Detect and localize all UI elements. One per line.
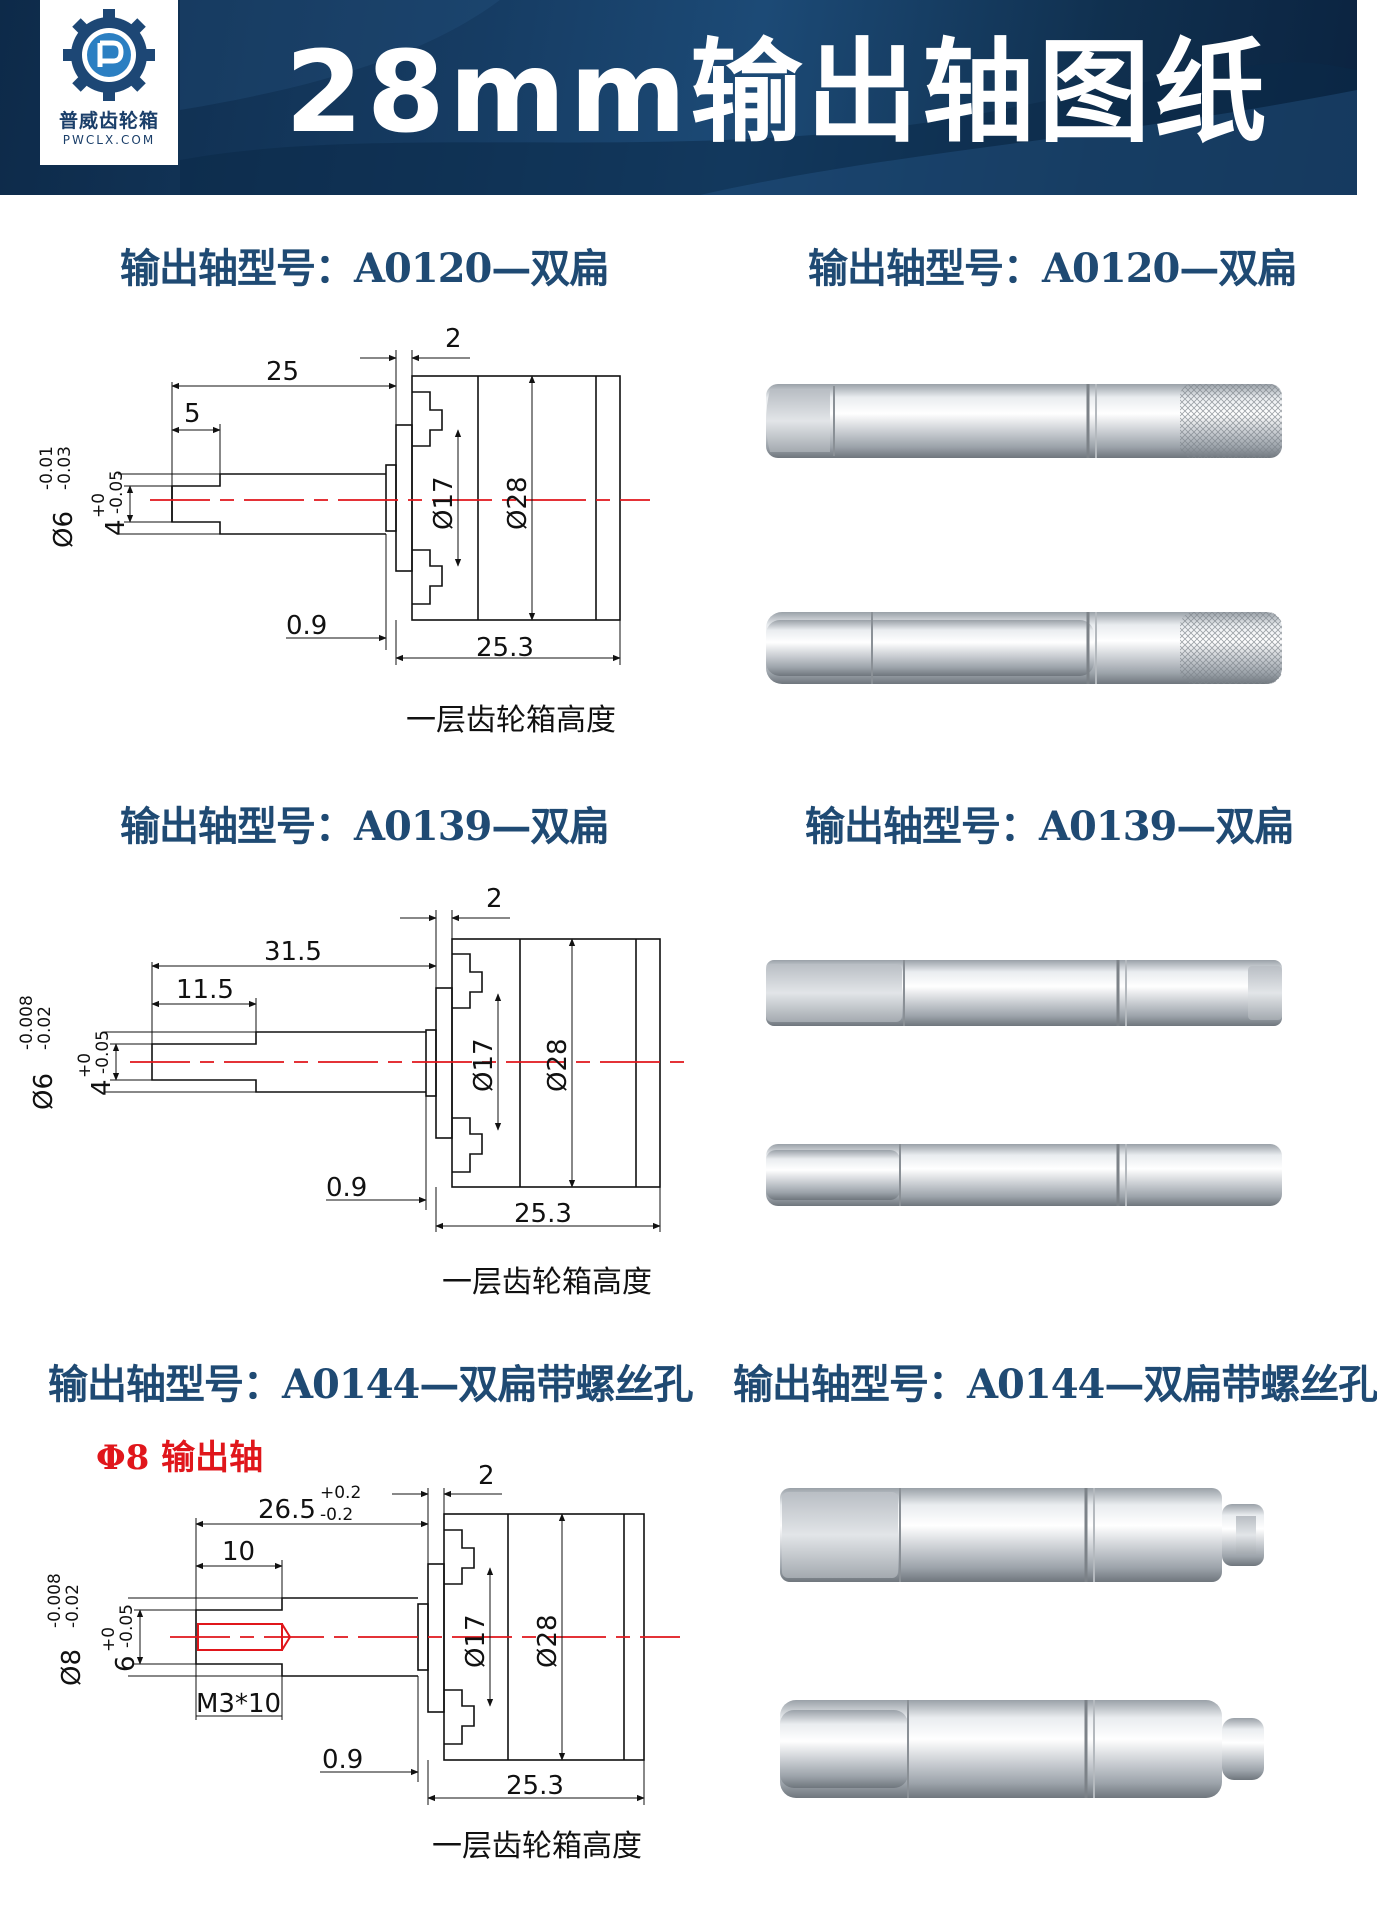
dim-step: 0.9 — [286, 611, 327, 641]
dim-flat-tol-lower: -0.05 — [93, 1030, 113, 1074]
dim-flat-tol-upper: +0 — [99, 1627, 119, 1652]
dim-height: 25.3 — [506, 1771, 564, 1801]
dim-flat-tol-lower: -0.05 — [117, 1604, 137, 1648]
dim-shaft-tol-upper: -0.008 — [45, 1573, 65, 1628]
dim-flange-gap: 2 — [478, 1461, 495, 1491]
drawing-a0139 — [104, 910, 690, 1232]
photo-a0120-flat-view — [766, 384, 1282, 458]
dim-shaft-length: 31.5 — [264, 937, 322, 967]
dim-shaft-tol-lower: -0.02 — [63, 1584, 83, 1628]
drawing-a0144 — [128, 1488, 680, 1805]
dim-flat-length: 11.5 — [176, 975, 234, 1005]
photo-a0139-flat-view — [766, 960, 1282, 1026]
dim-height: 25.3 — [514, 1199, 572, 1229]
section-2-title-right: 输出轴型号：A0139—双扁 — [805, 803, 1294, 850]
logo-domain: PWCLX.COM — [62, 133, 156, 147]
dim-shaft-tol-lower: -0.02 — [35, 1006, 55, 1050]
dim-shaft-length: 25 — [266, 357, 299, 387]
dim-flat-tol-lower: -0.05 — [107, 470, 127, 514]
dim-shaft-tol-upper: -0.01 — [37, 446, 57, 490]
caption-a0144: 一层齿轮箱高度 — [432, 1829, 642, 1864]
dim-bore: Ø17 — [469, 1038, 499, 1092]
dim-flange-gap: 2 — [445, 324, 462, 354]
dim-thread: M3*10 — [196, 1689, 281, 1719]
dim-shaft-dia: Ø8 — [57, 1649, 87, 1686]
dim-bore: Ø17 — [461, 1614, 491, 1668]
drawing-a0144-labels: 2 26.5 +0.2 -0.2 10 M3*10 0.9 25.3 Ø17 Ø… — [45, 1461, 642, 1864]
page-title: 28mm输出轴图纸 — [285, 28, 1271, 158]
dim-flat-length: 5 — [184, 399, 201, 429]
logo-name-cn: 普威齿轮箱 — [58, 110, 159, 132]
photo-a0120-round-view — [766, 612, 1282, 684]
dim-shaft-tol-upper: -0.008 — [17, 995, 37, 1050]
dim-shaft-len-tol-upper: +0.2 — [320, 1483, 361, 1503]
dim-outer: Ø28 — [543, 1038, 573, 1092]
dim-shaft-len-tol-lower: -0.2 — [320, 1505, 353, 1525]
dim-shaft-tol-lower: -0.03 — [55, 446, 75, 490]
dim-bore: Ø17 — [429, 476, 459, 530]
dim-flat-length: 10 — [222, 1537, 255, 1567]
dim-height: 25.3 — [476, 633, 534, 663]
dim-flat-size: 4 — [87, 1079, 117, 1096]
dim-step: 0.9 — [322, 1745, 363, 1775]
drawing-a0120-labels: 2 25 5 0.9 25.3 Ø17 Ø28 Ø6 -0.01 -0.03 4… — [37, 324, 616, 738]
section-1-title-right: 输出轴型号：A0120—双扁 — [808, 245, 1297, 292]
caption-a0120: 一层齿轮箱高度 — [406, 703, 616, 738]
dim-flat-tol-upper: +0 — [75, 1053, 95, 1078]
header-banner: 普威齿轮箱 PWCLX.COM 28mm输出轴图纸 — [0, 0, 1357, 196]
dim-flat-size: 4 — [101, 519, 131, 536]
dim-shaft-length: 26.5 — [258, 1495, 316, 1525]
section-3-note: Φ8 输出轴 — [96, 1438, 264, 1478]
dim-flat-tol-upper: +0 — [89, 493, 109, 518]
gear-logo-icon — [63, 9, 155, 101]
photo-a0144-flat-view — [780, 1488, 1264, 1582]
dim-flange-gap: 2 — [486, 884, 503, 914]
photo-a0139-round-view — [766, 1144, 1282, 1206]
dim-step: 0.9 — [326, 1173, 367, 1203]
dim-shaft-dia: Ø6 — [49, 511, 79, 548]
dim-flat-size: 6 — [111, 1655, 141, 1672]
section-3-title-left: 输出轴型号：A0144—双扁带螺丝孔 — [48, 1361, 693, 1408]
dim-outer: Ø28 — [533, 1614, 563, 1668]
section-1-title-left: 输出轴型号：A0120—双扁 — [120, 245, 609, 292]
section-3-title-right: 输出轴型号：A0144—双扁带螺丝孔 — [733, 1361, 1377, 1408]
dim-outer: Ø28 — [503, 476, 533, 530]
caption-a0139: 一层齿轮箱高度 — [442, 1265, 652, 1300]
drawing-a0139-labels: 2 31.5 11.5 0.9 25.3 Ø17 Ø28 Ø6 -0.008 -… — [17, 884, 652, 1300]
banner-wave-decoration — [0, 0, 1357, 196]
company-logo: 普威齿轮箱 PWCLX.COM — [40, 0, 178, 165]
dim-shaft-dia: Ø6 — [29, 1073, 59, 1110]
photo-a0144-round-view — [780, 1700, 1264, 1798]
drawing-a0120 — [118, 350, 650, 665]
section-2-title-left: 输出轴型号：A0139—双扁 — [120, 803, 609, 850]
